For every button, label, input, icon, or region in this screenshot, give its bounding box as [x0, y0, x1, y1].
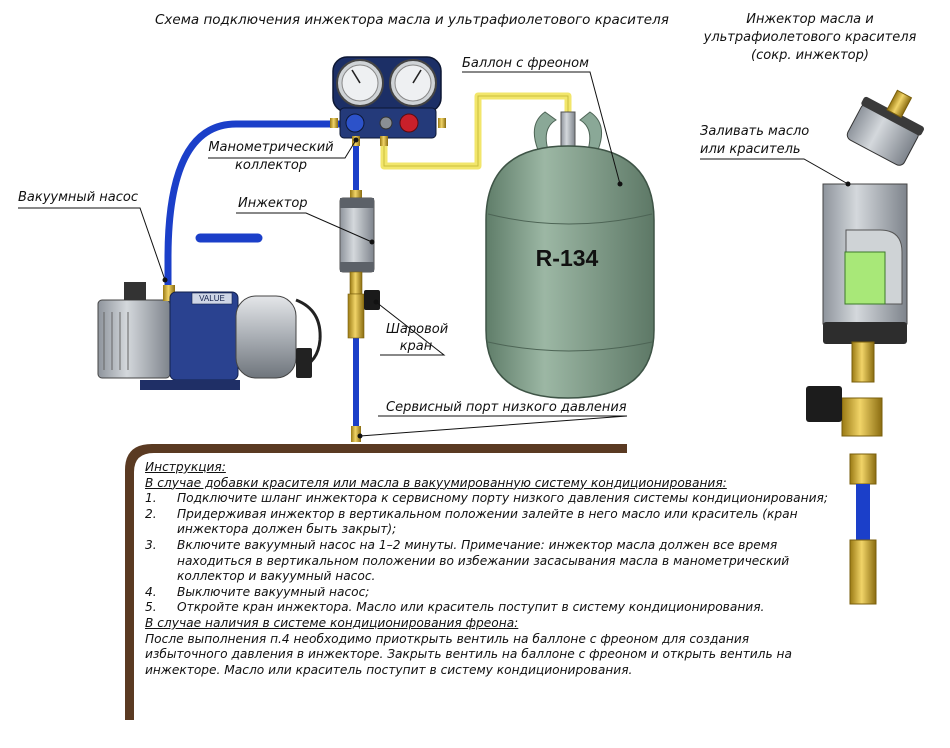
- injector-unit: [339, 190, 380, 339]
- manifold-gauge: [330, 56, 446, 146]
- pump-hose: [164, 120, 344, 292]
- leader-dot: [369, 239, 375, 245]
- leader-dot: [357, 433, 363, 439]
- manifold-label-line1: Манометрический: [208, 140, 334, 155]
- step-number: 4.: [145, 584, 157, 599]
- step-number: 5.: [145, 600, 157, 615]
- step-number: 3.: [145, 537, 157, 552]
- leader-dot: [353, 137, 359, 143]
- step-number: 2.: [145, 506, 157, 521]
- cylinder-label: Баллон с фреоном: [462, 56, 589, 71]
- detail-title-line3: (сокр. инжектор): [751, 48, 869, 63]
- detail-title-line2: ультрафиолетового красителя: [703, 30, 917, 45]
- manifold-label-line2: коллектор: [234, 158, 308, 173]
- instructions: Инструкция: В случае добавки красителя и…: [145, 460, 835, 678]
- step-text: Откройте кран инжектора. Масло или краси…: [177, 600, 765, 615]
- injector-label: Инжектор: [238, 196, 308, 211]
- step-text: Включите вакуумный насос на 1–2 минуты. …: [177, 537, 790, 584]
- instruction-step: 2. Придерживая инжектор в вертикальном п…: [145, 507, 835, 538]
- instructions-heading: Инструкция:: [145, 460, 226, 474]
- step-number: 1.: [145, 491, 157, 506]
- instructions-case2: В случае наличия в системе кондициониров…: [145, 615, 519, 630]
- instruction-step: 5. Откройте кран инжектора. Масло или кр…: [145, 600, 835, 616]
- injector-detail: [806, 89, 924, 605]
- pump-brand: VALUE: [199, 294, 225, 303]
- vacuum-pump-label: Вакуумный насос: [18, 190, 138, 205]
- yellow-hose-edge: [383, 95, 569, 167]
- ball-valve-label-line2: кран: [399, 339, 433, 354]
- vacuum-pump: [97, 282, 322, 390]
- freon-cylinder: [485, 111, 655, 399]
- instructions-case1: В случае добавки красителя или масла в в…: [145, 475, 727, 490]
- instruction-step: 1. Подключите шланг инжектора к сервисно…: [145, 491, 835, 507]
- instruction-step: 4. Выключите вакуумный насос;: [145, 585, 835, 601]
- leader-dot: [845, 181, 851, 187]
- leader-lines: [18, 71, 849, 437]
- cylinder-marking: R-134: [536, 245, 599, 271]
- service-port-fitting: [351, 426, 361, 442]
- step-text: Выключите вакуумный насос;: [177, 584, 370, 599]
- ball-valve-handle: [364, 290, 380, 310]
- service-port-label: Сервисный порт низкого давления: [386, 400, 627, 415]
- fill-label-line2: или краситель: [700, 142, 801, 157]
- instruction-step: 3. Включите вакуумный насос на 1–2 минут…: [145, 538, 835, 585]
- step-text: Подключите шланг инжектора к сервисному …: [177, 491, 828, 506]
- leader-dot: [373, 299, 379, 305]
- leader-dot: [617, 181, 623, 187]
- main-title: Схема подключения инжектора масла и ульт…: [155, 12, 669, 28]
- ball-valve-label-line1: Шаровой: [386, 322, 449, 337]
- detail-title-line1: Инжектор масла и: [746, 12, 874, 27]
- step-text: Придерживая инжектор в вертикальном поло…: [177, 506, 798, 537]
- fill-label-line1: Заливать масло: [700, 124, 810, 139]
- instructions-case2-text: После выполнения п.4 необходимо приоткры…: [145, 631, 792, 677]
- leader-dot: [162, 277, 168, 283]
